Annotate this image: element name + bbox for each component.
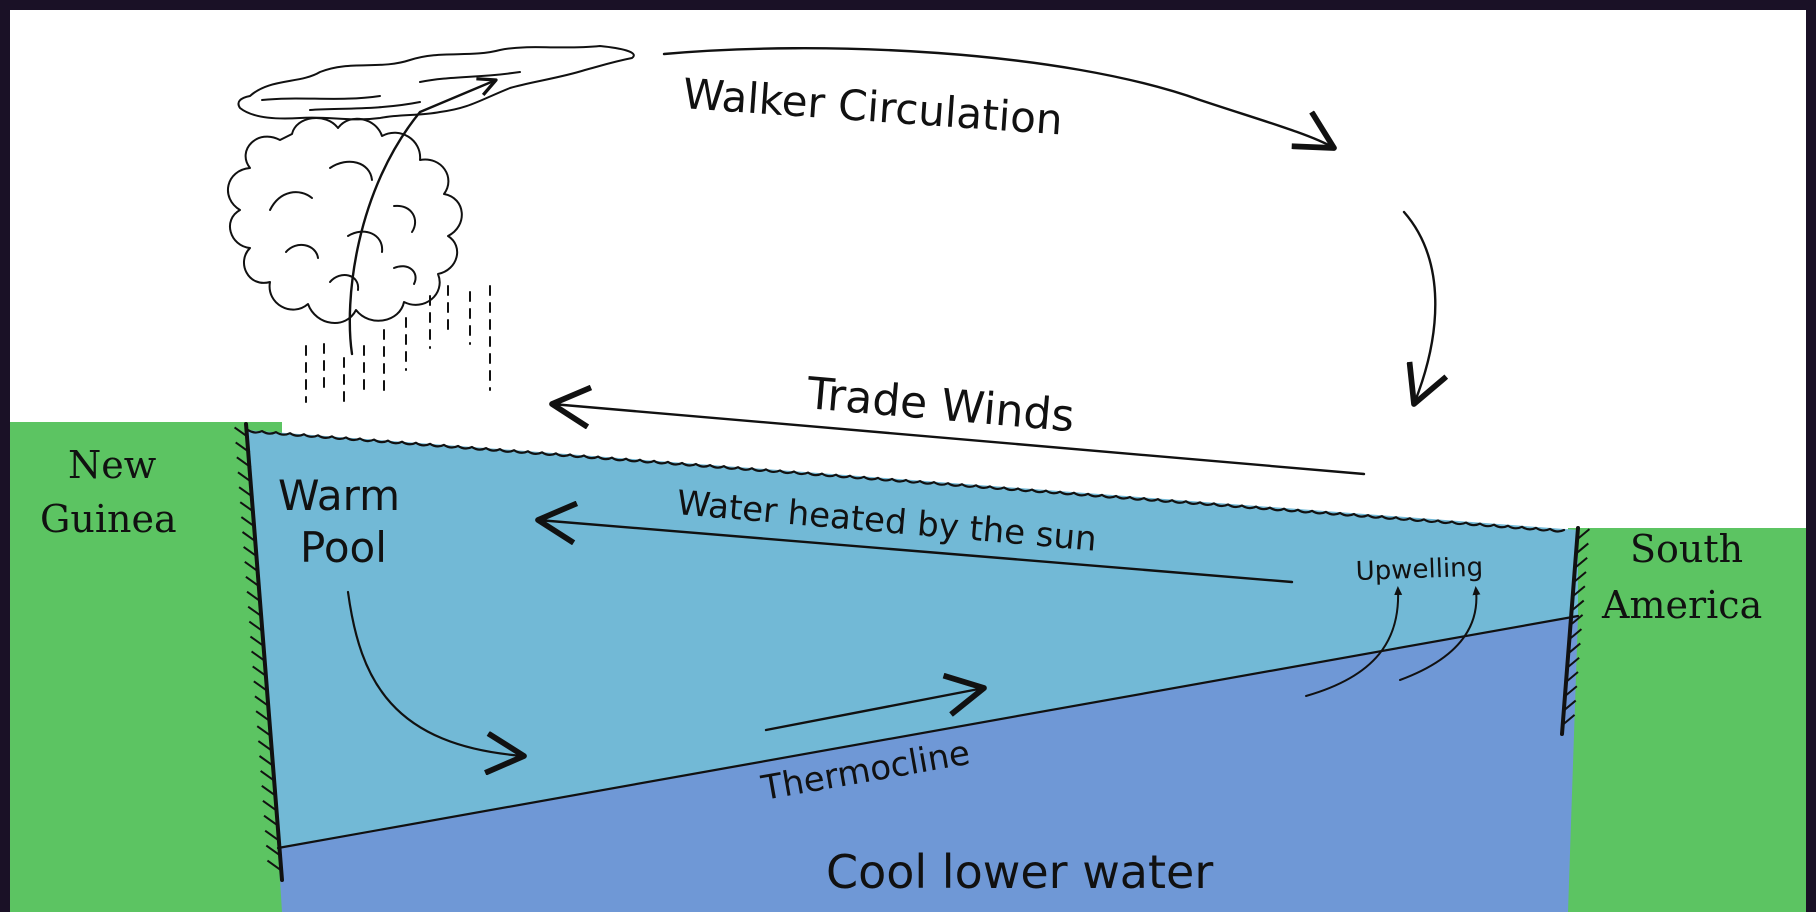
new-guinea-label-line1: New [68,443,157,487]
trade-winds-arrow [552,404,1366,476]
walker-circulation-arrow-top [662,47,1334,148]
upwelling-arrow-1 [1305,586,1403,697]
walker-circulation-arrow-descending [1402,210,1435,404]
rain-streaks-icon [305,285,491,405]
thermocline-line [276,614,1580,850]
south-america-label-line1: South [1630,527,1743,571]
new-guinea-land [10,422,282,912]
water-heated-arrow [538,520,1294,584]
south-america-coast [1560,526,1591,736]
south-america-land [1568,528,1806,912]
upwelling-label: Upwelling [1355,553,1483,587]
warm-pool-sinking-arrow [346,590,524,756]
new-guinea-label-line2: Guinea [40,497,177,541]
sea-surface-waves [246,428,1566,533]
cool-lower-water-label: Cool lower water [826,845,1213,899]
warm-water-layer [246,430,1578,848]
south-america-label-line2: America [1601,583,1762,627]
cumulonimbus-cloud-icon [227,45,635,356]
cool-lower-water-layer [278,616,1578,912]
new-guinea-coast [233,422,284,882]
warm-pool-label-line1: Warm [278,471,400,520]
warm-pool-label-line2: Pool [300,523,387,572]
thermocline-flow-arrow [764,688,984,732]
upwelling-arrow-2 [1399,586,1481,681]
